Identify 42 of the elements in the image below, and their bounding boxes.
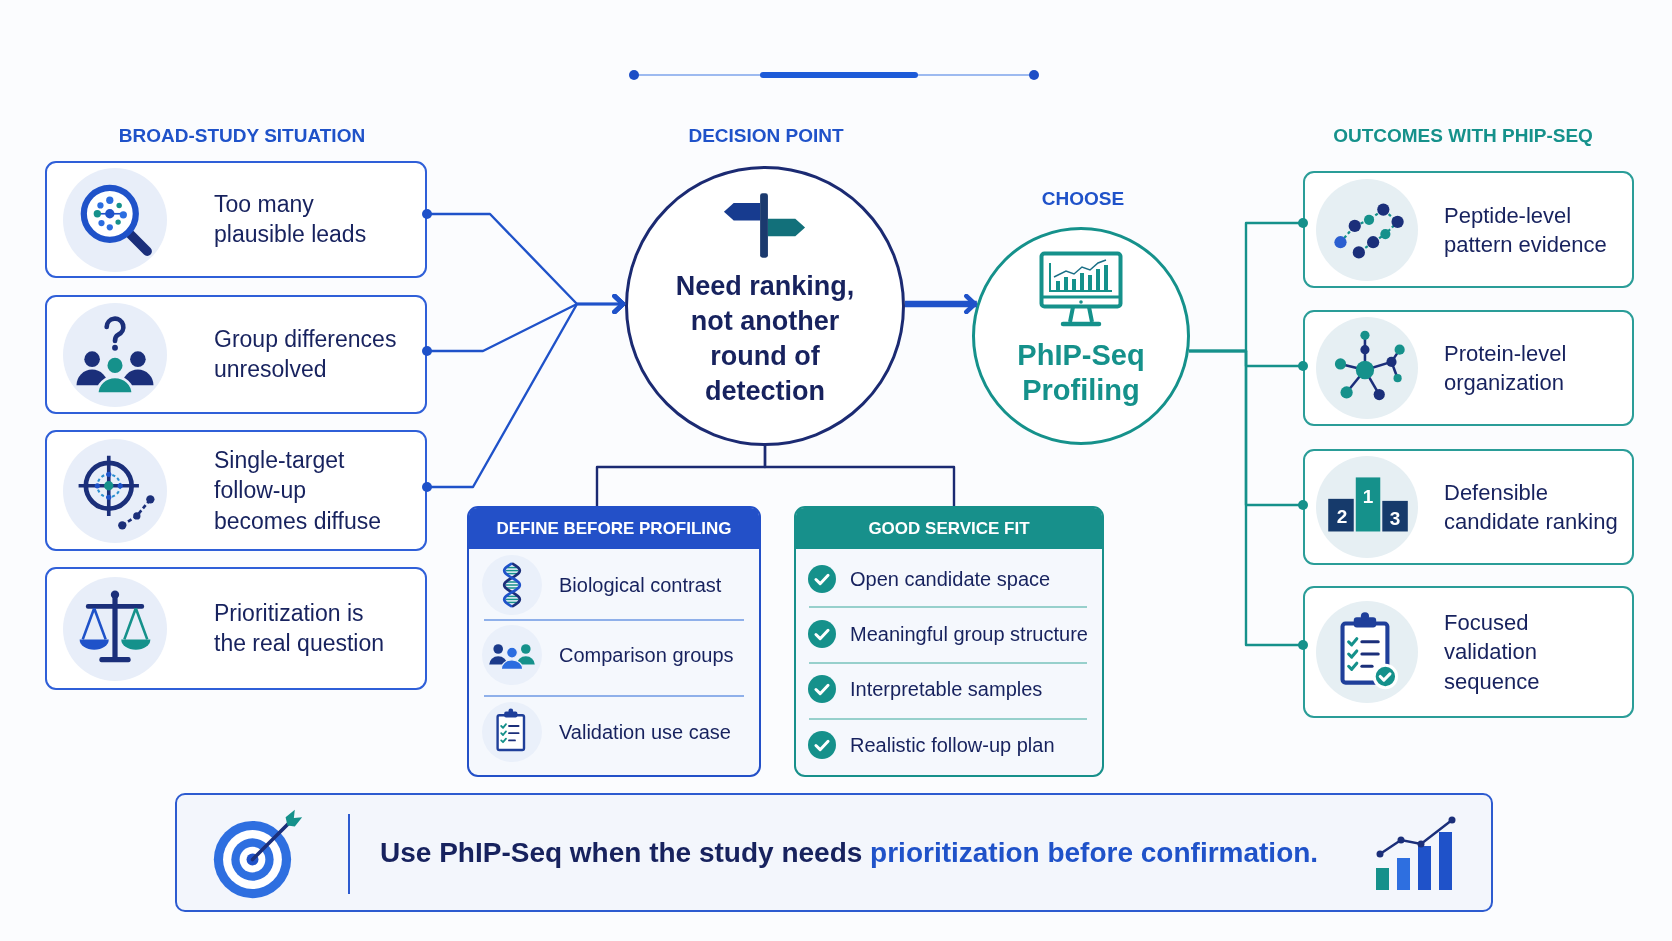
rank-number: 3 xyxy=(1389,508,1401,528)
card xyxy=(1303,449,1634,565)
section-heading: BROAD-STUDY SITUATION xyxy=(118,124,366,148)
list-item-text: Biological contrast xyxy=(559,573,722,598)
panel xyxy=(794,506,1104,777)
list-item-text: Interpretable samples xyxy=(850,677,1043,702)
circle-text: Need ranking, not another round of detection xyxy=(674,270,856,408)
card-text: Group differences unresolved xyxy=(214,324,398,385)
rank-number: 2 xyxy=(1336,506,1348,526)
section-heading: DECISION POINT xyxy=(688,124,844,148)
circle-text: PhIP-Seq Profiling xyxy=(1016,338,1146,408)
card-text: Defensible candidate ranking xyxy=(1444,478,1619,536)
panel-header: DEFINE BEFORE PROFILING xyxy=(469,508,759,549)
list-item-text: Comparison groups xyxy=(559,643,734,668)
section-heading: OUTCOMES WITH PHIP-SEQ xyxy=(1333,124,1593,148)
list-item-text: Validation use case xyxy=(559,720,731,745)
card xyxy=(45,295,427,414)
card-text: Prioritization is the real question xyxy=(214,598,386,659)
section-heading: CHOOSE xyxy=(1041,187,1125,211)
card-text: Single-target follow-up becomes diffuse xyxy=(214,445,383,536)
panel xyxy=(467,506,761,777)
card xyxy=(45,430,427,551)
connector-line xyxy=(1189,349,1308,650)
list-item-text: Realistic follow-up plan xyxy=(850,733,1055,758)
list-item-text: Open candidate space xyxy=(850,567,1051,592)
card-text: Focused validation sequence xyxy=(1444,608,1541,696)
card-text: Too many plausible leads xyxy=(214,189,368,250)
arrow xyxy=(422,293,626,492)
connector-line xyxy=(763,446,956,506)
card xyxy=(45,567,427,690)
arrow xyxy=(905,293,978,315)
card xyxy=(1303,171,1634,288)
card-text: Protein-level organization xyxy=(1444,339,1568,397)
banner-text: Use PhIP-Seq when the study needs prioritization before confirmation. xyxy=(380,836,1319,869)
rank-number: 1 xyxy=(1362,486,1374,506)
card xyxy=(45,161,427,278)
card xyxy=(1303,586,1634,718)
card-text: Peptide-level pattern evidence xyxy=(1444,201,1608,259)
list-item-text: Meaningful group structure xyxy=(850,622,1088,647)
panel-header: GOOD SERVICE FIT xyxy=(796,508,1102,549)
card xyxy=(1303,310,1634,426)
banner xyxy=(175,793,1493,912)
